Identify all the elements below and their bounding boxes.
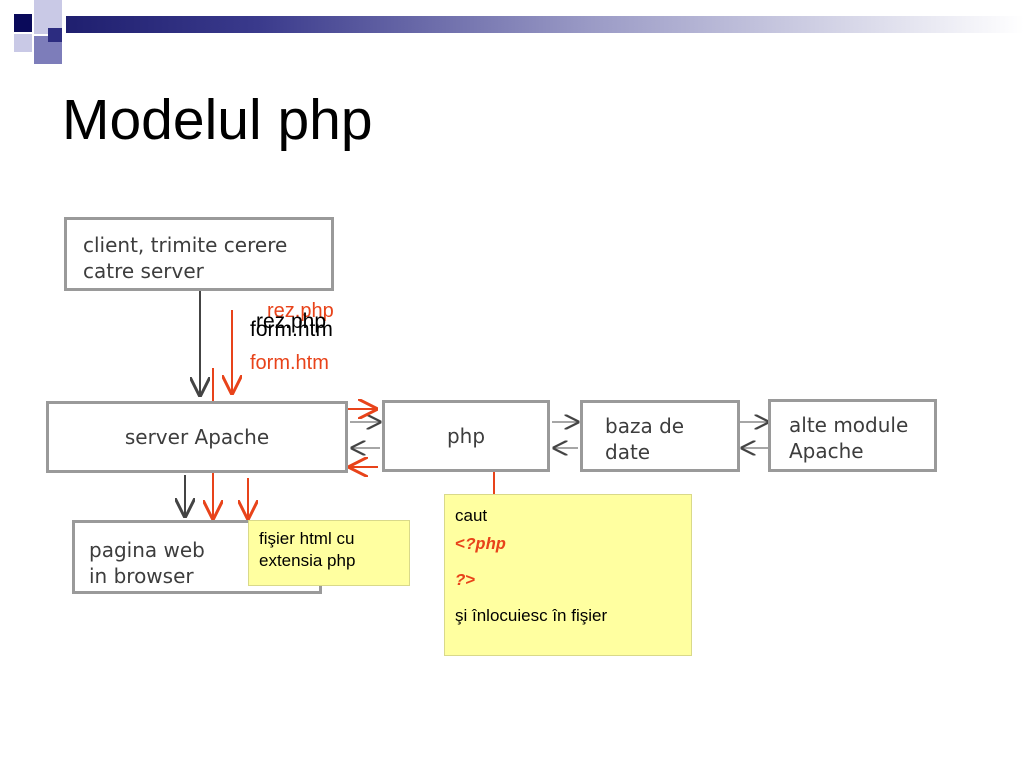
header-gradient-bar <box>66 16 1024 33</box>
apache-modules-box: alte module Apache <box>768 399 937 472</box>
note-replace: şi înlocuiesc în fişier <box>455 606 608 625</box>
note-php-tags: caut <?php ?> şi înlocuiesc în fişier <box>444 494 692 656</box>
slide-title: Modelul php <box>62 88 373 152</box>
header-square-navy <box>48 28 62 42</box>
database-box: baza de date <box>580 400 740 472</box>
label-form-htm: form.htm <box>250 318 333 341</box>
note-php-open: <?php <box>455 536 507 555</box>
label-rez-php: rez.php <box>256 310 327 333</box>
server-apache-box: server Apache <box>46 401 348 473</box>
header-square-navy <box>14 14 32 32</box>
note-html-file: fişier html cu extensia php <box>248 520 410 586</box>
note-caut: caut <box>455 506 488 525</box>
php-box: php <box>382 400 550 472</box>
note-php-close: ?> <box>455 572 476 591</box>
client-box: client, trimite cerere catre server <box>64 217 334 291</box>
label-form-htm-red: form.htm <box>250 352 329 374</box>
label-rez-php-red: rez.php <box>267 300 334 322</box>
header-square-light <box>14 34 32 52</box>
